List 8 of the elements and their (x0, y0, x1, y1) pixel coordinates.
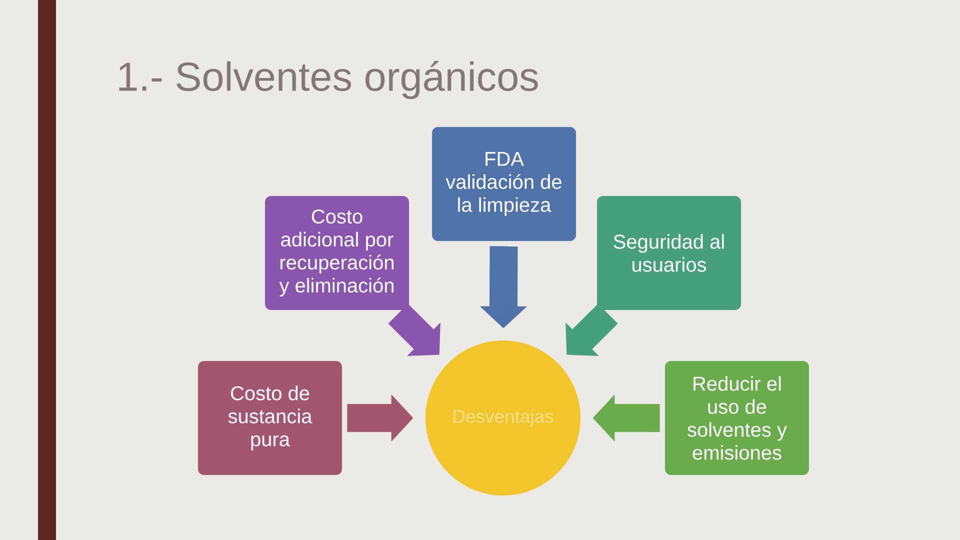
process-box: FDA validación de la limpieza (432, 127, 576, 241)
slide-title: 1.- Solventes orgánicos (119, 60, 538, 100)
process-box: Seguridad al usuarios (597, 196, 741, 310)
process-box: Costo de sustancia pura (198, 361, 342, 475)
circle-node: Desventajas (426, 340, 580, 496)
process-box: Reducir el uso de solventes y emisiones (665, 361, 809, 475)
block-arrow (566, 304, 618, 356)
process-box: Costo adicional por recuperación y eliminación (265, 196, 409, 310)
